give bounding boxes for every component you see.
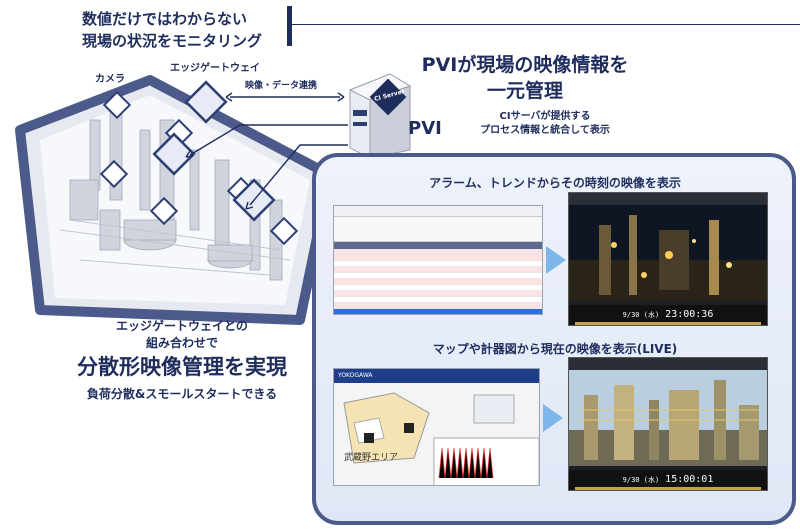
pvi-label: PVI — [408, 118, 442, 139]
link-arrows — [185, 92, 348, 210]
ci-server — [348, 73, 412, 159]
page-title: 数値だけではわからない 現場の状況をモニタリング — [82, 8, 262, 52]
title-accent-bar — [287, 6, 292, 46]
alarm-table — [334, 249, 542, 314]
title-line-1: 数値だけではわからない — [82, 10, 248, 28]
caption-line-1: エッジゲートウェイとの — [116, 319, 248, 333]
selected-row[interactable] — [334, 309, 542, 314]
panel-heading-alarm: アラーム、トレンドからその時刻の映像を表示 — [429, 176, 681, 190]
gateway-icons — [152, 80, 276, 222]
pvi-heading-line-1: PVIが現場の映像情報を — [421, 54, 629, 76]
video2-date: 9/30 (水) — [622, 476, 660, 484]
alarm-window[interactable] — [333, 205, 543, 315]
video1-date: 9/30 (水) — [622, 311, 660, 319]
caption-line-3: 負荷分散&スモールスタートできる — [86, 387, 278, 401]
plant-night-image — [569, 205, 767, 301]
plant-illustration — [15, 75, 335, 325]
pvi-heading: PVIが現場の映像情報を 一元管理 — [390, 52, 660, 104]
video-window-1[interactable]: 9/30 (水) 23:00:36 — [568, 192, 768, 326]
title-divider — [292, 24, 800, 25]
video-window-2[interactable]: 9/30 (水) 15:00:01 — [568, 357, 768, 491]
caption-line-2: 組み合わせで — [145, 336, 218, 350]
caption-headline: 分散形映像管理を実現 — [77, 355, 287, 379]
plant-day-image — [569, 370, 767, 466]
app-name: YOKOGAWA — [334, 369, 539, 383]
arrow-right-icon — [543, 404, 563, 432]
pvi-subtitle-line-1: CIサーバが提供する — [499, 111, 591, 122]
pvi-subtitle: CIサーバが提供する プロセス情報と統合して表示 — [450, 110, 640, 138]
map-window[interactable]: YOKOGAWA — [333, 368, 540, 486]
panel-heading-live: マップや計器図から現在の映像を表示(LIVE) — [432, 342, 678, 356]
arrow-right-icon — [546, 246, 566, 274]
pvi-subtitle-line-2: プロセス情報と統合して表示 — [480, 125, 610, 136]
link-label: 映像・データ連携 — [245, 81, 318, 91]
camera-label: カメラ — [95, 74, 125, 85]
gateway-label: エッジゲートウェイ — [170, 63, 260, 74]
video2-time: 15:00:01 — [665, 474, 714, 485]
title-line-2: 現場の状況をモニタリング — [82, 32, 263, 50]
pvi-heading-line-2: 一元管理 — [486, 80, 563, 102]
site-map[interactable] — [334, 383, 540, 486]
map-area-label: 武蔵野エリア — [344, 453, 399, 463]
video1-time: 23:00:36 — [665, 309, 714, 320]
left-caption: エッジゲートウェイとの 組み合わせで 分散形映像管理を実現 負荷分散&スモールス… — [22, 318, 342, 406]
